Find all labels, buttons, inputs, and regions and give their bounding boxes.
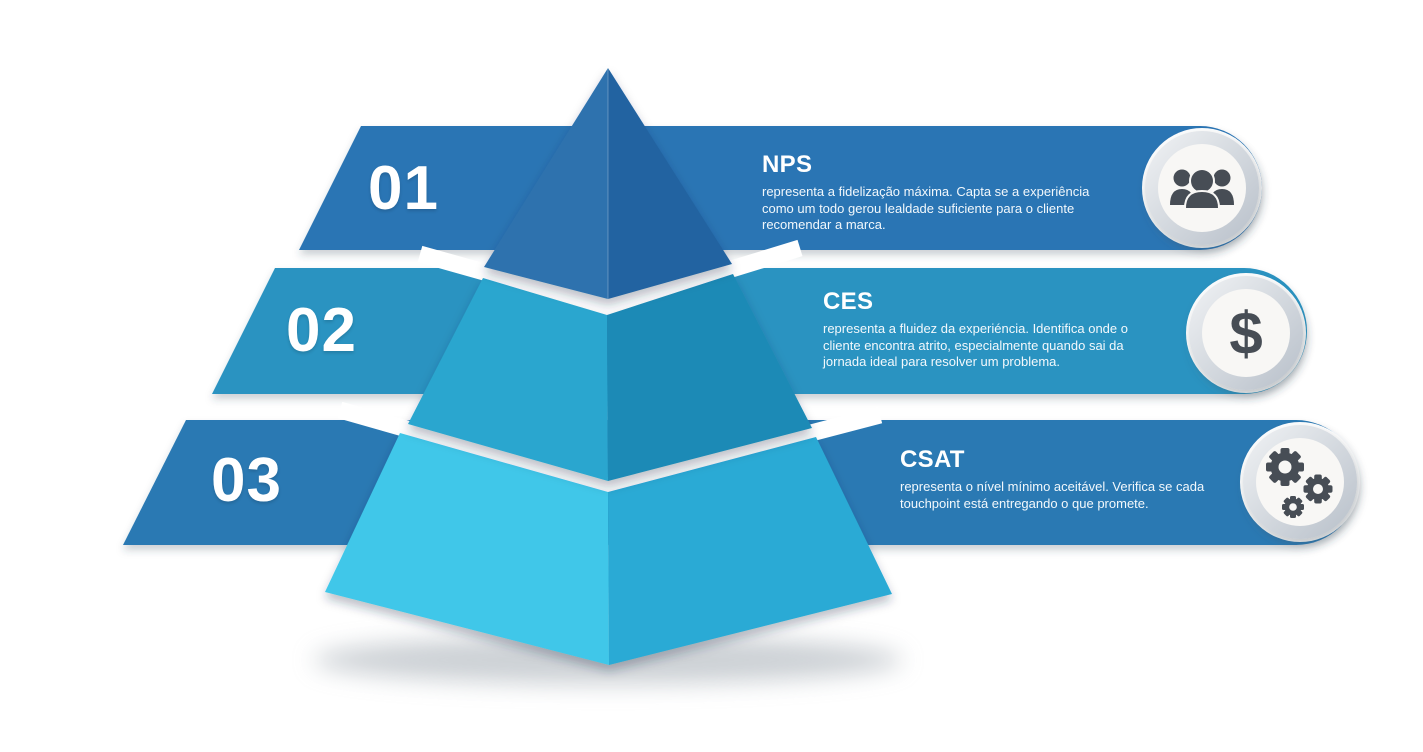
- pyramid-bottom-right-face: [608, 437, 892, 665]
- level-gap-band-2: [337, 401, 883, 495]
- gears-icon: [1266, 448, 1333, 518]
- step-number-1: 01: [368, 154, 439, 223]
- banner-1-text: NPS representa a fidelização máxima. Cap…: [762, 153, 1089, 234]
- level-gap-band-1: [417, 239, 803, 316]
- banner-3-text: CSAT representa o nível mínimo aceitável…: [900, 448, 1204, 512]
- banner-2-body: representa a fluidez da experiéncia. Ide…: [823, 321, 1128, 369]
- banner-1-body: representa a fidelização máxima. Capta s…: [762, 184, 1090, 232]
- medallion-gears: [1240, 422, 1360, 542]
- step-number-2: 02: [286, 296, 357, 365]
- pyramid-level-bottom: [325, 433, 892, 665]
- pyramid-top-left-face: [484, 68, 608, 299]
- dollar-icon: $: [1229, 300, 1262, 367]
- banner-1-heading: NPS: [762, 151, 813, 178]
- banner-3-heading: CSAT: [900, 446, 965, 473]
- medallion-face: [1202, 289, 1290, 377]
- banner-3-body: representa o nível mínimo aceitável. Ver…: [900, 479, 1205, 511]
- pyramid-level-middle: [408, 274, 812, 481]
- pyramid-bottom-left-face: [325, 433, 609, 665]
- pyramid-middle-left-face: [408, 278, 608, 481]
- pyramid-level-top: [484, 68, 732, 299]
- pyramid-top-right-face: [608, 68, 732, 299]
- users-icon: [1170, 168, 1234, 210]
- step-number-3: 03: [211, 446, 282, 515]
- banner-2-heading: CES: [823, 288, 874, 315]
- medallion-users: [1142, 128, 1262, 248]
- pyramid-middle-right-face: [607, 274, 812, 481]
- medallion-dollar: $: [1186, 273, 1306, 393]
- banner-2-text: CES representa a fluidez da experiéncia.…: [823, 290, 1128, 371]
